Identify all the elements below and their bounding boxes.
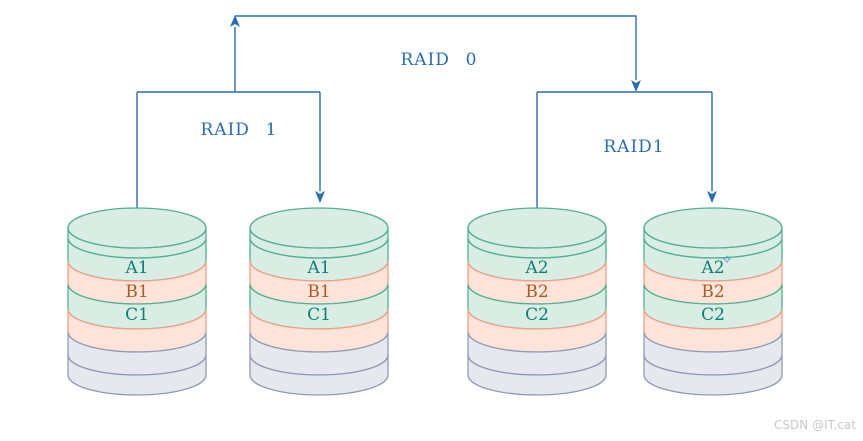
- disk-cylinder-2: A1 B1 C1: [249, 207, 389, 396]
- block-label: A1: [306, 258, 330, 278]
- disk-top-face: [467, 207, 607, 249]
- sparkle-icon: ✧: [722, 253, 733, 268]
- free-band: [249, 354, 389, 396]
- disk-top-face: [67, 207, 207, 249]
- arrow-up-icon: [230, 15, 240, 27]
- raid0-top-line: [235, 15, 637, 80]
- block-label: C2: [525, 305, 549, 325]
- block-label: A2: [700, 258, 724, 278]
- free-band: [67, 354, 207, 396]
- raid1-left-label: RAID 1: [200, 120, 278, 140]
- arrow-down-icon: [315, 191, 325, 203]
- block-label: B1: [125, 282, 148, 302]
- block-label: B2: [525, 282, 548, 302]
- arrow-down-icon: [631, 80, 641, 92]
- disk-cylinder-3: A2 B2 C2: [467, 207, 607, 396]
- free-band: [467, 354, 607, 396]
- disk-cylinder-1: A1 B1 C1: [67, 207, 207, 396]
- block-label: A1: [124, 258, 148, 278]
- block-label: C1: [307, 305, 331, 325]
- free-band: [643, 354, 783, 396]
- raid0-label: RAID 0: [400, 50, 478, 70]
- disk-cylinder-4: A2 ✧ B2 C2: [643, 207, 783, 396]
- block-label: A2: [524, 258, 548, 278]
- watermark: CSDN @IT.cat: [774, 418, 856, 432]
- block-label: B1: [307, 282, 330, 302]
- block-label: C1: [125, 305, 149, 325]
- disk-top-face: [249, 207, 389, 249]
- disk-top-face: [643, 207, 783, 249]
- block-label: B2: [701, 282, 724, 302]
- arrow-down-icon: [707, 191, 717, 203]
- raid1-right-label: RAID1: [603, 137, 665, 157]
- block-label: C2: [701, 305, 725, 325]
